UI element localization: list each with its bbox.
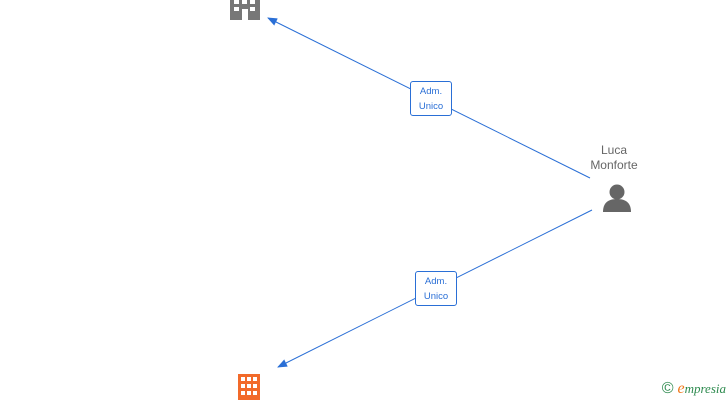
edge-label-line2: Unico <box>418 101 444 112</box>
building-icon[interactable] <box>238 374 260 400</box>
watermark: © empresia <box>662 380 726 398</box>
person-first-name: Luca <box>600 143 628 157</box>
brand-logo-text: mpresia <box>684 381 726 396</box>
edge-label-line1: Adm. <box>419 86 443 97</box>
edge-label-top[interactable]: Adm. Unico <box>410 81 452 116</box>
brand-logo-initial: e <box>677 380 685 397</box>
person-name[interactable]: Luca Monforte <box>572 143 656 173</box>
brand-logo: empresia <box>677 380 726 398</box>
edge-label-line2: Unico <box>423 291 449 302</box>
edge-label-bottom[interactable]: Adm. Unico <box>415 271 457 306</box>
person-icon[interactable] <box>603 184 631 213</box>
copyright-icon: © <box>661 380 674 397</box>
building-icon[interactable] <box>230 0 260 20</box>
person-last-name: Monforte <box>590 158 638 172</box>
edge-label-line1: Adm. <box>424 276 448 287</box>
